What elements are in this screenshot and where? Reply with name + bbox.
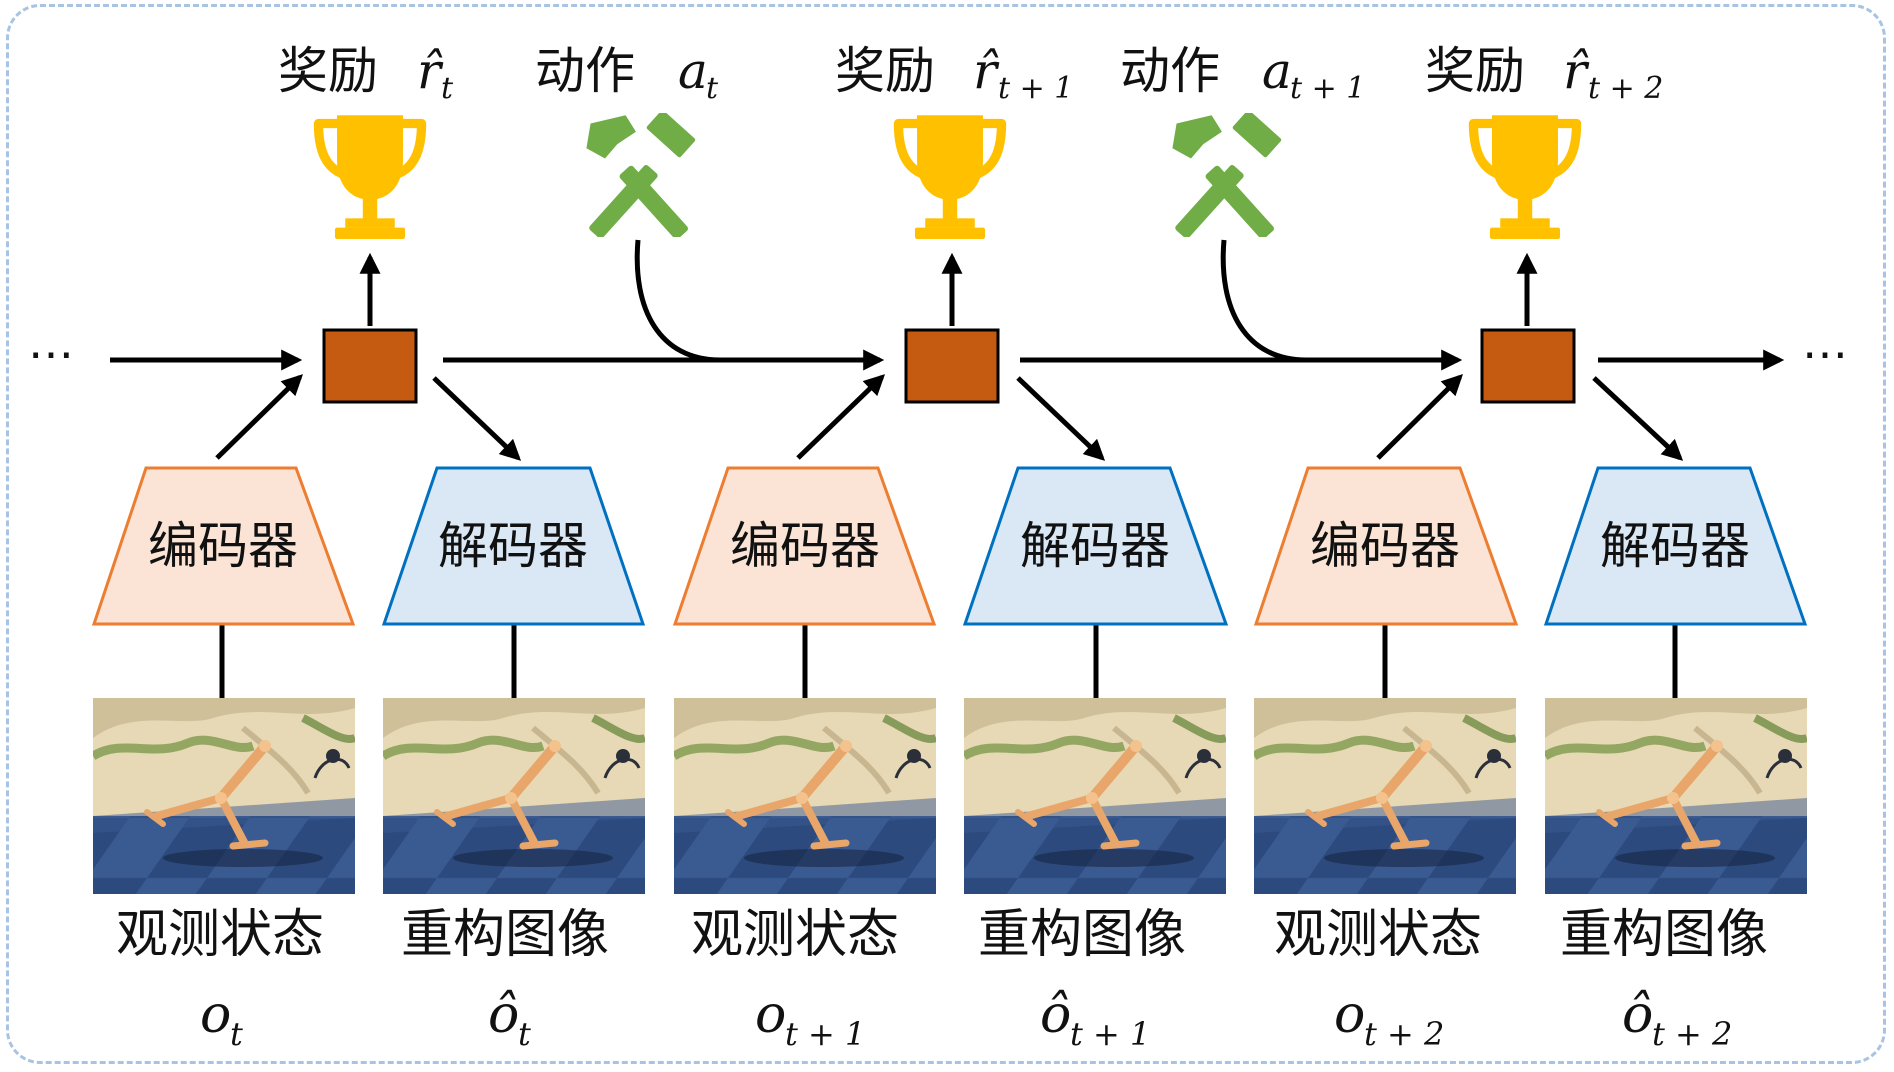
- action-curve-2: [1220, 239, 1307, 363]
- latent-state-2: [904, 328, 1000, 404]
- svg-text:o: o: [1334, 985, 1365, 1045]
- trophy-icon: [1473, 115, 1576, 239]
- arrow-encoder-state-3: [1376, 374, 1463, 460]
- svg-text:ô: ô: [1040, 985, 1071, 1045]
- svg-text:r̂: r̂: [973, 42, 1000, 100]
- svg-text:奖励: 奖励: [278, 42, 378, 100]
- ellipsis-right: ⋯: [1802, 327, 1848, 381]
- action-curve-1: [634, 239, 721, 363]
- svg-text:t + 2: t + 2: [1588, 71, 1663, 106]
- decoder-3: 解码器: [1543, 466, 1808, 626]
- svg-text:o: o: [200, 985, 231, 1045]
- svg-text:解码器: 解码器: [1600, 517, 1750, 575]
- caption-reconstruction-2: 重构图像: [978, 905, 1186, 965]
- ellipsis-left: ⋯: [28, 327, 74, 381]
- hammer-pickaxe-icon: [1172, 113, 1283, 237]
- diagram-frame: [6, 4, 1886, 1064]
- arrow-encoder-state-2: [796, 374, 886, 460]
- reconstruction-image-3: [1545, 698, 1807, 894]
- observation-image-1: [93, 698, 355, 894]
- svg-text:动作: 动作: [535, 42, 635, 100]
- svg-text:奖励: 奖励: [835, 42, 935, 100]
- svg-text:编码器: 编码器: [148, 517, 298, 575]
- svg-text:t: t: [441, 71, 454, 106]
- arrow-state-decoder-3: [1592, 376, 1684, 461]
- symbol-ohat-t2: ô t + 2: [1622, 985, 1732, 1053]
- svg-text:t + 1: t + 1: [1290, 71, 1365, 106]
- svg-text:编码器: 编码器: [730, 517, 880, 575]
- reward-label-3: 奖励 r̂ t + 2: [1425, 42, 1663, 106]
- svg-text:t + 1: t + 1: [785, 1015, 865, 1053]
- svg-text:解码器: 解码器: [1020, 517, 1170, 575]
- svg-text:t: t: [706, 71, 719, 106]
- trophy-icon: [898, 115, 1001, 239]
- action-label-2: 动作 a t + 1: [1120, 42, 1365, 106]
- caption-reconstruction-1: 重构图像: [401, 905, 609, 965]
- svg-text:ô: ô: [488, 985, 519, 1045]
- arrow-state-decoder-2: [1016, 376, 1106, 461]
- svg-text:动作: 动作: [1120, 42, 1220, 100]
- encoder-2: 编码器: [672, 466, 937, 626]
- hammer-pickaxe-icon: [586, 113, 697, 237]
- svg-text:t + 1: t + 1: [1070, 1015, 1150, 1053]
- symbol-o-t: o t: [200, 985, 243, 1053]
- action-label-1: 动作 a t: [535, 42, 719, 106]
- symbol-o-t1: o t + 1: [755, 985, 865, 1053]
- symbol-ohat-t: ô t: [488, 985, 531, 1053]
- latent-state-3: [1480, 328, 1576, 404]
- symbol-ohat-t1: ô t + 1: [1040, 985, 1150, 1053]
- caption-reconstruction-3: 重构图像: [1560, 905, 1768, 965]
- svg-text:解码器: 解码器: [438, 517, 588, 575]
- decoder-1: 解码器: [381, 466, 646, 626]
- svg-text:t + 2: t + 2: [1364, 1015, 1444, 1053]
- trophy-icon: [318, 115, 421, 239]
- svg-text:r̂: r̂: [1563, 42, 1590, 100]
- caption-observation-3: 观测状态: [1274, 905, 1482, 965]
- svg-text:ô: ô: [1622, 985, 1653, 1045]
- arrow-state-decoder-1: [432, 376, 522, 461]
- caption-observation-1: 观测状态: [116, 905, 324, 965]
- encoder-1: 编码器: [91, 466, 356, 626]
- arrow-encoder-state-1: [215, 374, 304, 460]
- reconstruction-image-1: [383, 698, 645, 894]
- observation-image-3: [1254, 698, 1516, 894]
- svg-text:o: o: [755, 985, 786, 1045]
- reward-label-1: 奖励 r̂ t: [278, 42, 454, 106]
- svg-text:a: a: [678, 42, 708, 100]
- symbol-o-t2: o t + 2: [1334, 985, 1444, 1053]
- svg-text:奖励: 奖励: [1425, 42, 1525, 100]
- svg-text:r̂: r̂: [417, 42, 444, 100]
- encoder-3: 编码器: [1253, 466, 1519, 626]
- caption-observation-2: 观测状态: [691, 905, 899, 965]
- svg-text:t + 2: t + 2: [1652, 1015, 1732, 1053]
- svg-text:t: t: [230, 1015, 243, 1053]
- svg-text:编码器: 编码器: [1310, 517, 1460, 575]
- svg-text:a: a: [1262, 42, 1292, 100]
- latent-state-1: [322, 328, 418, 404]
- decoder-2: 解码器: [962, 466, 1229, 626]
- svg-text:t + 1: t + 1: [998, 71, 1073, 106]
- svg-text:t: t: [518, 1015, 531, 1053]
- observation-image-2: [674, 698, 936, 894]
- reward-label-2: 奖励 r̂ t + 1: [835, 42, 1073, 106]
- reconstruction-image-2: [964, 698, 1226, 894]
